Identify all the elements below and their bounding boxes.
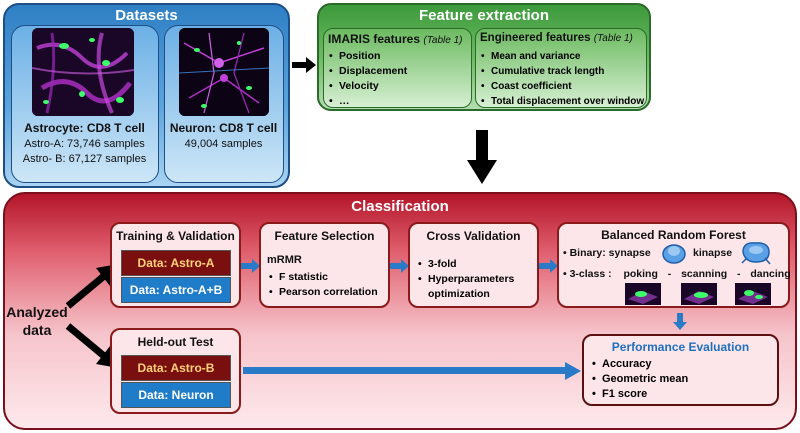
imaris-features-title: IMARIS features (Table 1): [328, 32, 473, 46]
cross-validation-title: Cross Validation: [426, 229, 521, 243]
list-item: Coast coefficient: [479, 79, 644, 94]
astrocyte-title: Astrocyte: CD8 T cell: [24, 121, 145, 135]
arrow-brf-to-performance: [673, 313, 687, 330]
performance-title: Performance Evaluation: [611, 340, 750, 354]
neuron-card: Neuron: CD8 T cell 49,004 samples: [164, 25, 284, 183]
chip-astro-b: Data: Astro-B: [121, 355, 231, 381]
arrow-to-classification: [467, 130, 497, 184]
feature-extraction-panel: Feature extraction IMARIS features (Tabl…: [317, 3, 651, 111]
arrow-heldout-to-performance: [243, 362, 581, 380]
list-item: F statistic: [267, 270, 378, 285]
brf-binary-label: Binary: synapse: [569, 247, 651, 259]
kinapse-cell-icon: [741, 242, 771, 265]
neuron-image-graphic: [179, 28, 269, 116]
chip-neuron: Data: Neuron: [121, 382, 231, 408]
list-item: Displacement: [327, 64, 407, 79]
engineered-table-ref: (Table 1): [593, 33, 633, 44]
poking-thumbnail-image: [625, 283, 661, 305]
engineered-title-text: Engineered features: [480, 32, 591, 44]
feature-selection-method: mRMR: [267, 254, 302, 266]
astrocyte-microscopy-image: [32, 28, 134, 116]
engineered-features-list: Mean and variance Cumulative track lengt…: [479, 49, 644, 109]
heldout-test-title: Held-out Test: [137, 335, 214, 349]
imaris-features-box: IMARIS features (Table 1) Position Displ…: [323, 28, 473, 109]
feature-selection-box: Feature Selection mRMR F statistic Pears…: [259, 222, 390, 308]
list-item: …: [327, 94, 407, 109]
arrow-cv-to-brf: [539, 259, 558, 273]
analyzed-data-label: Analyzed data: [6, 304, 68, 338]
list-item: Cumulative track length: [479, 64, 644, 79]
balanced-random-forest-box: Balanced Random Forest • Binary: synapse…: [557, 222, 791, 308]
neuron-title: Neuron: CD8 T cell: [169, 121, 278, 135]
chip-astro-ab: Data: Astro-A+B: [121, 277, 231, 303]
neuron-line1: 49,004 samples: [184, 138, 263, 150]
dancing-thumbnail-image: [735, 283, 771, 305]
astrocyte-image-graphic: [32, 28, 134, 116]
list-item: Geometric mean: [590, 372, 688, 387]
brf-dash-2: -: [737, 268, 741, 280]
performance-evaluation-box: Performance Evaluation Accuracy Geometri…: [582, 334, 779, 406]
bullet: •: [563, 268, 570, 280]
classification-title: Classification: [351, 198, 449, 215]
datasets-title: Datasets: [115, 7, 178, 24]
performance-list: Accuracy Geometric mean F1 score: [590, 357, 688, 402]
brf-three-class-label: 3-class :: [569, 268, 612, 280]
brf-kinapse-label: kinapse: [693, 247, 733, 259]
list-item: F1 score: [590, 387, 688, 402]
list-item: 3-fold: [416, 257, 534, 272]
datasets-panel: Datasets Astrocyte: CD8 T cell Astro-A: …: [3, 3, 290, 188]
neuron-microscopy-image: [179, 28, 269, 116]
training-validation-box: Training & Validation Data: Astro-A Data…: [110, 222, 241, 308]
list-item: Velocity: [327, 79, 407, 94]
chip-astro-a: Data: Astro-A: [121, 250, 231, 276]
imaris-table-ref: (Table 1): [423, 35, 463, 46]
engineered-features-title: Engineered features (Table 1): [480, 32, 648, 44]
list-item: Accuracy: [590, 357, 688, 372]
list-item: Hyperparameters optimization: [416, 272, 534, 302]
brf-dash-1: -: [667, 268, 672, 280]
scanning-thumbnail-image: [681, 283, 717, 305]
brf-scanning-label: scanning: [681, 268, 728, 280]
imaris-features-list: Position Displacement Velocity …: [327, 49, 407, 109]
arrow-to-feature-extraction: [292, 57, 316, 73]
list-item: Total displacement over window: [479, 94, 644, 109]
brf-title: Balanced Random Forest: [601, 228, 746, 242]
brf-binary-row: • Binary: synapse: [563, 247, 651, 259]
arrow-selection-to-cv: [390, 259, 409, 273]
list-item: Pearson correlation: [267, 285, 378, 300]
heldout-test-box: Held-out Test Data: Astro-B Data: Neuron: [110, 328, 241, 414]
list-item: Mean and variance: [479, 49, 644, 64]
list-item: Position: [327, 49, 407, 64]
synapse-cell-icon: [662, 244, 686, 264]
brf-three-class-row: • 3-class : poking - scanning - dancing: [563, 268, 791, 280]
feature-selection-list: F statistic Pearson correlation: [267, 270, 378, 300]
arrow-training-to-selection: [241, 259, 260, 273]
feature-selection-title: Feature Selection: [274, 229, 375, 243]
engineered-features-box: Engineered features (Table 1) Mean and v…: [475, 28, 648, 109]
training-validation-title: Training & Validation: [116, 229, 235, 243]
bullet: •: [563, 247, 570, 259]
imaris-title-text: IMARIS features: [328, 32, 421, 46]
astrocyte-line1: Astro-A: 73,746 samples: [24, 138, 145, 150]
astrocyte-card: Astrocyte: CD8 T cell Astro-A: 73,746 sa…: [11, 25, 159, 183]
feature-extraction-title: Feature extraction: [418, 7, 550, 24]
brf-poking-label: poking: [623, 268, 658, 280]
astrocyte-line2: Astro- B: 67,127 samples: [22, 153, 147, 165]
cross-validation-list: 3-fold Hyperparameters optimization: [416, 257, 534, 302]
cross-validation-box: Cross Validation 3-fold Hyperparameters …: [408, 222, 539, 308]
brf-dancing-label: dancing: [750, 268, 791, 280]
